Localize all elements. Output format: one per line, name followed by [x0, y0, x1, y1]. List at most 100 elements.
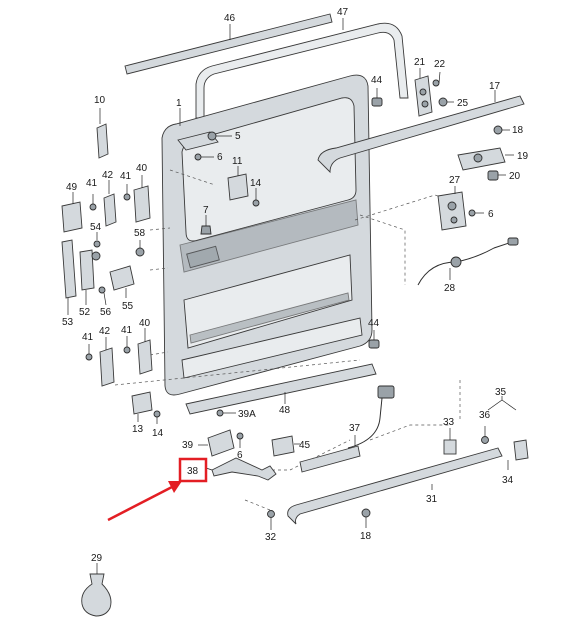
part-44-stud-lower	[368, 330, 380, 349]
part-5-guide-roller	[177, 131, 232, 151]
label-56: 56	[100, 307, 112, 318]
label-36: 36	[479, 410, 491, 421]
label-29: 29	[91, 553, 103, 564]
part-47-frame-seal	[195, 18, 409, 119]
label-42-lower: 42	[99, 326, 111, 337]
part-19-rear-guide	[457, 147, 514, 171]
label-54: 54	[90, 222, 102, 233]
part-39A-screw	[216, 409, 236, 417]
label-41-top-right: 41	[120, 171, 132, 182]
label-39: 39	[182, 440, 194, 451]
label-5: 5	[235, 131, 241, 142]
part-44-stud	[371, 88, 383, 107]
label-20: 20	[509, 171, 521, 182]
part-27-door-lock	[437, 186, 467, 231]
part-49-handle-housing	[61, 192, 83, 233]
part-18-nut-lower	[361, 508, 371, 528]
label-44-lower: 44	[368, 318, 380, 329]
label-40-top: 40	[136, 163, 148, 174]
part-22-screw	[432, 71, 441, 87]
label-21: 21	[414, 57, 426, 68]
label-55: 55	[122, 301, 134, 312]
part-33-cover	[443, 428, 457, 455]
label-39A: 39A	[238, 409, 256, 420]
label-45: 45	[299, 440, 311, 451]
highlight-arrow-head	[168, 481, 182, 493]
part-1-door-panel	[161, 74, 373, 396]
label-32: 32	[265, 532, 277, 543]
part-31-lower-rail	[287, 447, 503, 525]
label-42-top: 42	[102, 170, 114, 181]
part-36-screw	[481, 426, 489, 444]
label-41-lower-right: 41	[121, 325, 133, 336]
label-53: 53	[62, 317, 74, 328]
part-58-grommet	[135, 240, 145, 257]
part-41-screw-top	[89, 184, 131, 211]
label-41-top-left: 41	[86, 178, 98, 189]
label-34: 34	[502, 475, 514, 486]
part-39-roller-arm	[198, 429, 235, 457]
part-54-screw	[93, 232, 101, 248]
label-31: 31	[426, 494, 438, 505]
label-6-right: 6	[488, 209, 494, 220]
label-37: 37	[349, 423, 361, 434]
highlight-box-38	[178, 457, 208, 483]
part-55-lock-bracket	[109, 265, 135, 298]
part-14-screw-lower	[153, 410, 161, 424]
label-52: 52	[79, 307, 91, 318]
part-6-screw-lower	[236, 432, 244, 448]
label-35: 35	[495, 387, 507, 398]
highlight-arrow-shaft	[107, 485, 173, 522]
part-14-screw-top	[252, 188, 260, 207]
part-32-screw	[267, 510, 275, 530]
part-6-screw-top	[194, 153, 214, 161]
part-48-sill-strip	[185, 363, 377, 415]
label-22: 22	[434, 59, 446, 70]
label-19: 19	[517, 151, 529, 162]
part-40-lock-top	[133, 175, 151, 223]
part-38-lower-guide-arm	[205, 457, 277, 481]
part-42-striker-lower	[99, 337, 115, 387]
label-17: 17	[489, 81, 501, 92]
label-11: 11	[232, 156, 243, 167]
part-25-bolt	[438, 97, 454, 107]
label-18-top: 18	[512, 125, 524, 136]
part-34-end-cap	[507, 439, 529, 470]
label-48: 48	[279, 405, 291, 416]
part-41-screw-lower	[85, 336, 131, 361]
part-53-outer-handle	[61, 239, 77, 315]
part-13-lower-bracket	[131, 391, 153, 422]
label-46: 46	[224, 13, 236, 24]
part-6-screw-right	[468, 209, 484, 217]
label-6-lower: 6	[237, 450, 243, 461]
part-40-lock-lower	[137, 328, 153, 375]
label-33: 33	[443, 417, 455, 428]
label-10: 10	[94, 95, 106, 106]
part-28-bowden-cable	[417, 237, 519, 286]
label-47: 47	[337, 7, 349, 18]
label-18-lower: 18	[360, 531, 372, 542]
part-7-clip	[200, 215, 212, 235]
label-1: 1	[176, 98, 182, 109]
label-49: 49	[66, 182, 78, 193]
part-52-handle-mechanism	[79, 249, 101, 305]
label-25: 25	[457, 98, 469, 109]
label-6-top: 6	[217, 152, 223, 163]
part-18-nut	[493, 125, 510, 135]
label-14-lower: 14	[152, 428, 164, 439]
label-58: 58	[134, 228, 146, 239]
part-35-bracket-group	[487, 396, 517, 411]
part-45-bracket	[271, 435, 300, 457]
label-44-top: 44	[371, 75, 383, 86]
part-42-striker-top	[103, 180, 117, 227]
part-37-contact-seal	[299, 385, 395, 473]
label-40-lower: 40	[139, 318, 151, 329]
label-27: 27	[449, 175, 461, 186]
part-46-channel-strip	[124, 13, 333, 75]
part-11-lock-cover	[227, 166, 249, 201]
part-20-rubber-stop	[487, 170, 506, 181]
label-41-lower-left: 41	[82, 332, 94, 343]
label-14-top: 14	[250, 178, 262, 189]
label-7: 7	[203, 205, 209, 216]
